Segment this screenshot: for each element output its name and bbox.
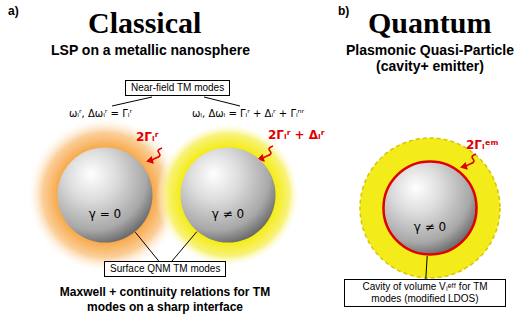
nanosphere: γ ≠ 0 <box>382 160 478 256</box>
panel-letter: b) <box>338 4 349 18</box>
decay-rate: 2Γₗʳ + Δₗʳ <box>268 128 325 142</box>
emission-arrow <box>466 154 476 169</box>
nanosphere: γ = 0 <box>57 147 153 243</box>
leader-line <box>112 97 152 106</box>
connector-line <box>426 256 427 279</box>
box-text: Surface QNM TM modes <box>110 263 220 275</box>
decay-rate: 2Γₗʳ <box>136 130 158 144</box>
formula: ωₗ, Δωₗ = Γₗʳ + Δₗʳ + Γₗⁿʳ <box>192 108 304 120</box>
panel-title: Classical <box>88 6 201 40</box>
box-text: Near-field TM modes <box>131 82 224 94</box>
mode-box: Surface QNM TM modes <box>104 261 226 277</box>
cavity-box: Cavity of volume Vₗᵉᶠᶠ for TM modes (mod… <box>344 279 506 307</box>
connector-line <box>135 232 158 261</box>
emission-arrow <box>152 148 162 163</box>
decay-rate: 2Γₗᵉᵐ <box>466 138 498 152</box>
sphere-label: γ ≠ 0 <box>180 207 276 221</box>
sphere-body <box>384 162 477 255</box>
panel-title: Quantum <box>368 6 491 40</box>
sphere-body <box>58 148 153 243</box>
box-text: Cavity of volume Vₗᵉᶠᶠ for TM modes (mod… <box>350 281 500 305</box>
near-field-glow <box>156 123 300 267</box>
panel-letter: a) <box>8 4 19 18</box>
emission-arrow <box>263 146 273 161</box>
note: Maxwell + continuity relations for TM mo… <box>49 285 281 315</box>
panel-subtitle: LSP on a metallic nanosphere <box>51 42 250 59</box>
sphere-shape <box>57 147 153 243</box>
mode-box: Near-field TM modes <box>125 80 230 96</box>
panel-subtitle: Plasmonic Quasi-Particle (cavity+ emitte… <box>328 42 523 74</box>
sphere-body <box>181 148 276 243</box>
nanosphere: γ ≠ 0 <box>180 147 276 243</box>
sphere-label: γ = 0 <box>57 207 153 221</box>
cavity-glow <box>360 138 500 278</box>
sphere-label: γ ≠ 0 <box>382 220 478 234</box>
formula: ωₗʳ, Δωₗʳ = Γₗʳ <box>69 108 132 120</box>
connector-line <box>172 232 197 261</box>
sphere-shape <box>180 147 276 243</box>
leader-line <box>204 97 240 106</box>
sphere-shape <box>382 160 478 256</box>
